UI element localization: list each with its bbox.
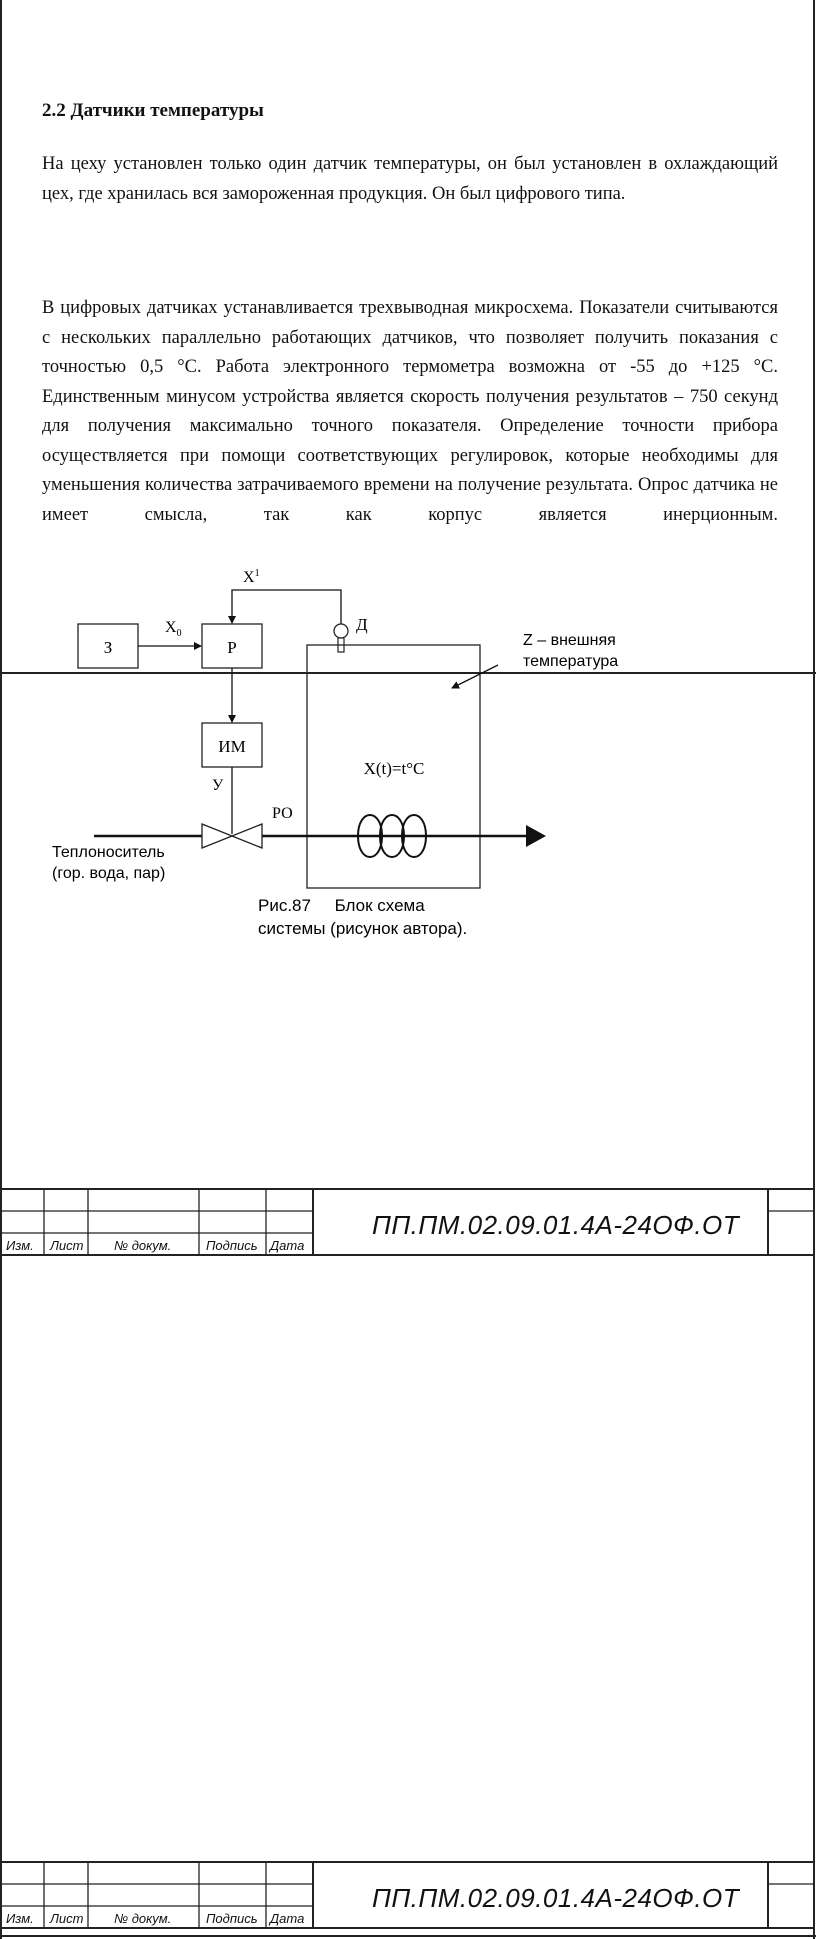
label-process-variable: X(t)=t°C <box>364 759 425 778</box>
document-code: ПП.ПМ.02.09.01.4А-24ОФ.ОТ <box>372 1210 740 1240</box>
stamp-header-change: Изм. <box>6 1238 34 1253</box>
block-regulator-label: Р <box>227 638 236 657</box>
stamp-header-change: Изм. <box>6 1911 34 1926</box>
block-diagram: З X0 Р X1 Д X(t)=t°C Z – внешняя темпера… <box>52 568 618 938</box>
cold-chamber <box>306 644 481 889</box>
sensor-icon <box>333 623 349 639</box>
stamp-header-doc-number: № докум. <box>114 1238 172 1253</box>
label-x0: X0 <box>165 619 182 639</box>
frame-left-border <box>0 0 2 1939</box>
stamp-header-date: Дата <box>270 1911 305 1926</box>
stamp-header-signature: Подпись <box>206 1238 258 1253</box>
stamp-header-date: Дата <box>270 1238 305 1253</box>
stamp-header-signature: Подпись <box>206 1911 258 1926</box>
block-setpoint <box>77 623 139 669</box>
stamp-header-doc-number: № докум. <box>114 1911 172 1926</box>
figure-caption-1: Рис.87 Блок схема <box>258 896 425 915</box>
title-block-2: Изм. Лист № докум. Подпись Дата ПП.ПМ.02… <box>0 1861 815 1930</box>
label-external-temp-1: Z – внешняя <box>523 632 616 649</box>
title-block-1-grid <box>0 1188 815 1256</box>
paragraph-intro: На цеху установлен только один датчик те… <box>42 154 778 204</box>
control-valve-icon-right <box>230 823 263 849</box>
pipe-outlet-arrow <box>526 825 546 847</box>
paragraph-digital-sensors: В цифровых датчиках устанавливается трех… <box>42 298 778 525</box>
block-setpoint-label: З <box>104 638 113 657</box>
section-heading: 2.2 Датчики температуры <box>42 100 264 121</box>
stamp-header-sheet: Лист <box>50 1911 84 1926</box>
block-actuator-label: ИМ <box>218 737 245 756</box>
document-code: ПП.ПМ.02.09.01.4А-24ОФ.ОТ <box>372 1883 740 1913</box>
control-valve-icon <box>201 823 234 849</box>
label-heat-carrier-2: (гор. вода, пар) <box>52 865 165 882</box>
label-heat-carrier-1: Теплоноситель <box>52 844 165 861</box>
stamp-header-sheet: Лист <box>50 1238 84 1253</box>
title-block-1: Изм. Лист № докум. Подпись Дата ПП.ПМ.02… <box>0 1188 815 1257</box>
page-divider-bottom <box>0 1935 816 1937</box>
label-control-signal: У <box>212 777 224 794</box>
title-block-2-grid <box>0 1861 815 1929</box>
label-sensor: Д <box>356 615 368 634</box>
frame-right-border <box>813 0 815 1939</box>
feedback-line <box>228 589 342 624</box>
figure-caption-2: системы (рисунок автора). <box>258 919 467 938</box>
arrow-external-temp <box>451 664 499 689</box>
label-external-temp-2: температура <box>523 653 618 670</box>
label-x1: X1 <box>243 568 260 586</box>
heat-exchanger-coil-icon <box>357 814 428 858</box>
page-divider-top <box>0 672 816 674</box>
label-control-element: РО <box>272 805 293 822</box>
